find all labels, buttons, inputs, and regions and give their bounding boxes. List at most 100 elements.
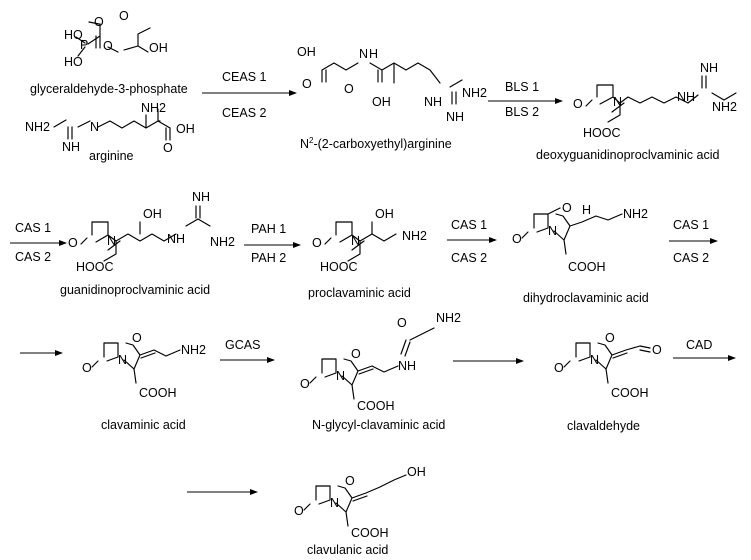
compound-label-arginine: arginine — [89, 149, 134, 163]
atom-O: O — [163, 141, 173, 155]
atom-NH: NH — [192, 190, 210, 204]
atom-O: O — [345, 474, 355, 488]
atom-N: N — [548, 224, 557, 238]
atom-O: O — [397, 316, 407, 330]
compound-label-guanidinoproclvaminic-acid: guanidinoproclvaminic acid — [60, 283, 210, 297]
atom-N: N — [359, 47, 368, 61]
enzyme-cad: CAD — [686, 338, 712, 352]
enzyme-ceas1: CEAS 1 — [222, 70, 267, 84]
atom-O: O — [302, 77, 312, 91]
atom-O: O — [562, 201, 572, 215]
atom-OH: OH — [372, 95, 391, 109]
atom-NH: NH — [446, 110, 464, 124]
enzyme-cas2-b: CAS 2 — [451, 251, 487, 265]
atom-N: N — [330, 496, 339, 510]
compound-label-proclavaminic-acid: proclavaminic acid — [308, 286, 411, 300]
atom-N: N — [118, 353, 127, 367]
structure-arginine: NH2 N NH NH2 OH O — [25, 101, 195, 155]
atom-O: O — [652, 343, 662, 357]
compound-label-n2-carboxyethyl-arginine: N2-(2-carboxyethyl)arginine — [300, 136, 452, 151]
structure-guanidinoproclavaminic-acid: O N HOOC OH NH NH NH2 — [68, 190, 235, 274]
atom-NH: NH — [398, 359, 416, 373]
atom-N: N — [351, 234, 360, 248]
compound-label-clavaldehyde: clavaldehyde — [567, 419, 640, 433]
compound-label-clavaminic-acid: clavaminic acid — [101, 418, 186, 432]
compound-label-n-glycyl-clavaminic-acid: N-glycyl-clavaminic acid — [312, 418, 445, 432]
atom-OH: OH — [176, 122, 195, 136]
atom-HOOC: HOOC — [320, 260, 358, 274]
enzyme-cas1-c: CAS 1 — [673, 218, 709, 232]
atom-O: O — [103, 39, 113, 53]
structure-proclavaminic-acid: O N HOOC OH NH2 — [312, 207, 427, 274]
atom-OH: OH — [143, 207, 162, 221]
atom-NH2: NH2 — [436, 311, 461, 325]
atom-N: N — [590, 353, 599, 367]
enzyme-cas2-a: CAS 2 — [15, 250, 51, 264]
atom-OH: OH — [375, 207, 394, 221]
atom-NH: NH — [677, 90, 695, 104]
enzyme-pah2: PAH 2 — [251, 251, 286, 265]
atom-NH2: NH2 — [623, 207, 648, 221]
atom-O: O — [512, 232, 522, 246]
atom-NH2: NH2 — [712, 100, 737, 114]
compound-label-dihydroclavaminic-acid: dihydroclavaminic acid — [523, 291, 649, 305]
atom-O: O — [344, 82, 354, 96]
atom-NH2: NH2 — [181, 343, 206, 357]
atom-NH2: NH2 — [25, 120, 50, 134]
atom-COOH: COOH — [351, 526, 389, 540]
compound-label-glyceraldehyde-3-phosphate: glyceraldehyde-3-phosphate — [30, 82, 188, 96]
atom-O: O — [119, 9, 129, 23]
structure-dihydroclavaminic-acid: O N O H NH2 COOH — [512, 201, 648, 274]
atom-O: O — [94, 15, 104, 29]
atom-OH: OH — [149, 41, 168, 55]
atom-HOOC: HOOC — [583, 126, 621, 140]
atom-HO: HO — [64, 55, 83, 69]
atom-O: O — [294, 504, 304, 518]
atom-NH2: NH2 — [210, 235, 235, 249]
structure-n-glycyl-clavaminic-acid: O N O NH O NH2 COOH — [300, 311, 461, 413]
atom-COOH: COOH — [568, 260, 606, 274]
structure-clavulanic-acid: O N O OH COOH — [294, 465, 426, 540]
compound-label-clavulanic-acid: clavulanic acid — [307, 543, 388, 557]
atom-HOOC: HOOC — [76, 260, 114, 274]
enzyme-pah1: PAH 1 — [251, 222, 286, 236]
atom-H: H — [582, 203, 591, 217]
enzyme-bls1: BLS 1 — [505, 80, 539, 94]
enzyme-cas1-b: CAS 1 — [451, 218, 487, 232]
atom-O: O — [300, 377, 310, 391]
atom-COOH: COOH — [357, 399, 395, 413]
structure-n2-carboxyethyl-arginine: OH O N H O OH NH NH2 NH — [297, 45, 487, 124]
atom-O: O — [351, 347, 361, 361]
atom-O: O — [554, 361, 564, 375]
atom-O: O — [132, 331, 142, 345]
atom-NH: NH — [424, 95, 442, 109]
atom-COOH: COOH — [139, 386, 177, 400]
structure-glyceraldehyde-3-phosphate: O OH HO P O HO O — [64, 9, 168, 69]
structure-clavaldehyde: O N O O COOH — [554, 331, 662, 400]
enzyme-cas2-c: CAS 2 — [673, 251, 709, 265]
atom-NH: NH — [62, 140, 80, 154]
atom-NH2: NH2 — [402, 229, 427, 243]
atom-N: N — [336, 369, 345, 383]
enzyme-gcas: GCAS — [225, 338, 260, 352]
atom-O: O — [573, 97, 583, 111]
atom-O: O — [605, 331, 615, 345]
atom-OH: OH — [297, 45, 316, 59]
atom-N: N — [613, 95, 622, 109]
atom-O: O — [82, 361, 92, 375]
compound-label-deoxyguanidinoproclvaminic-acid: deoxyguanidinoproclvaminic acid — [536, 148, 719, 162]
atom-HO: HO — [64, 28, 83, 42]
atom-P: P — [80, 38, 88, 52]
atom-H: H — [369, 47, 378, 61]
atom-NH2: NH2 — [141, 101, 166, 115]
structure-clavaminic-acid: O N O NH2 COOH — [82, 331, 206, 400]
atom-NH: NH — [700, 61, 718, 75]
atom-NH: NH — [167, 232, 185, 246]
atom-COOH: COOH — [611, 386, 649, 400]
enzyme-ceas2: CEAS 2 — [222, 106, 267, 120]
atom-O: O — [312, 236, 322, 250]
atom-N: N — [107, 234, 116, 248]
enzyme-bls2: BLS 2 — [505, 105, 539, 119]
